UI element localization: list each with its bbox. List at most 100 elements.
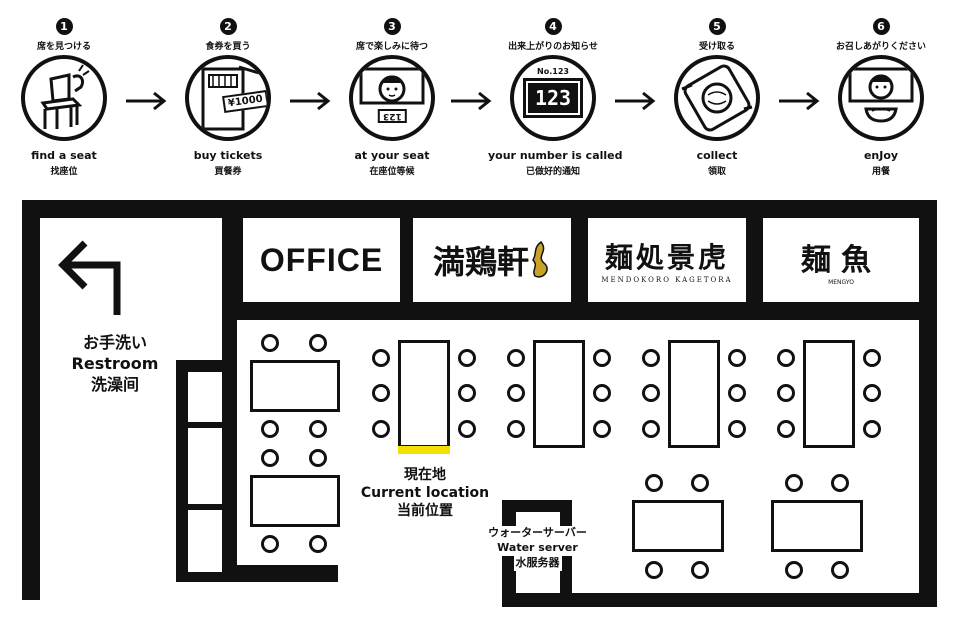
step-number: 3 bbox=[383, 18, 401, 35]
chair bbox=[645, 561, 663, 579]
water-server-wall-top bbox=[502, 500, 572, 512]
tray-icon bbox=[674, 55, 760, 141]
chair bbox=[728, 420, 746, 438]
chair bbox=[593, 349, 611, 367]
restroom-label: お手洗い Restroom 洗澡间 bbox=[50, 333, 180, 395]
office-label: OFFICE bbox=[259, 241, 384, 278]
step-number: 1 bbox=[55, 18, 73, 35]
step-jp-label: 受け取る bbox=[698, 42, 735, 52]
chair bbox=[691, 474, 709, 492]
water-server-en: Water server bbox=[495, 540, 580, 556]
arrow-up-left-icon bbox=[55, 235, 127, 321]
table bbox=[533, 340, 585, 448]
bottom-wall-right bbox=[502, 593, 937, 607]
arrow-right-icon bbox=[124, 90, 168, 116]
step-en-label: buy tickets bbox=[193, 149, 263, 162]
chair bbox=[372, 384, 390, 402]
step-6: 6 お召しあがりください enJoy 用餐 bbox=[816, 18, 946, 177]
chair bbox=[831, 474, 849, 492]
chair bbox=[507, 349, 525, 367]
step-4: 4 出来上がりのお知らせ No.123 123 your number is c… bbox=[488, 18, 623, 177]
step-2: 2 食券を買う ¥1000 buy tickets 買餐券 bbox=[163, 18, 293, 177]
step-jp-label: 出来上がりのお知らせ bbox=[508, 42, 598, 52]
step-jp-label: 食券を買う bbox=[205, 42, 251, 52]
table bbox=[250, 475, 340, 527]
chair bbox=[309, 334, 327, 352]
current-location-label: 現在地 Current location 当前位置 bbox=[350, 466, 500, 521]
restroom-cn: 洗澡间 bbox=[90, 374, 139, 394]
chair bbox=[261, 449, 279, 467]
chair bbox=[777, 349, 795, 367]
shop-mankeiken: 満鶏軒 bbox=[413, 218, 571, 302]
step-en-label: collect bbox=[696, 149, 738, 162]
chair bbox=[593, 384, 611, 402]
current-location-en: Current location bbox=[360, 485, 490, 502]
step-cn-label: 領取 bbox=[707, 167, 726, 177]
waiting-icon: 123 bbox=[349, 55, 435, 141]
water-server-label: ウォーターサーバー Water server 水服务器 bbox=[470, 526, 605, 571]
left-wall bbox=[22, 200, 40, 600]
step-cn-label: 在座位等候 bbox=[369, 167, 415, 177]
display-number: 123 bbox=[523, 78, 583, 118]
table bbox=[632, 500, 724, 552]
step-jp-label: 席を見つける bbox=[36, 42, 91, 52]
arrow-right-icon bbox=[613, 90, 657, 116]
restroom-jp: お手洗い bbox=[82, 333, 147, 352]
number-card: 123 bbox=[378, 109, 407, 123]
chair bbox=[458, 349, 476, 367]
chair bbox=[642, 420, 660, 438]
table bbox=[771, 500, 863, 552]
chair bbox=[777, 384, 795, 402]
chair bbox=[863, 384, 881, 402]
chair bbox=[785, 474, 803, 492]
step-number: 4 bbox=[544, 18, 562, 35]
chair bbox=[593, 420, 611, 438]
chair bbox=[507, 384, 525, 402]
side-cell bbox=[188, 428, 222, 504]
table bbox=[250, 360, 340, 412]
table bbox=[398, 340, 450, 448]
display-icon: No.123 123 bbox=[510, 55, 596, 141]
step-cn-label: 用餐 bbox=[871, 167, 890, 177]
chair bbox=[863, 349, 881, 367]
arrow-right-icon bbox=[449, 90, 493, 116]
chair bbox=[728, 384, 746, 402]
step-jp-label: 席で楽しみに待つ bbox=[355, 42, 428, 52]
chair bbox=[261, 420, 279, 438]
chair bbox=[261, 334, 279, 352]
arrow-right-icon bbox=[288, 90, 332, 116]
step-jp-label: お召しあがりください bbox=[835, 42, 926, 52]
chair bbox=[458, 420, 476, 438]
step-en-label: your number is called bbox=[488, 149, 623, 162]
chair bbox=[777, 420, 795, 438]
current-location-cn: 当前位置 bbox=[397, 503, 453, 520]
step-cn-label: 已做好的通知 bbox=[525, 167, 580, 177]
step-1: 1 席を見つける find a seat 找座位 bbox=[0, 18, 129, 177]
bottom-wall-left bbox=[222, 565, 338, 582]
shop-subtitle: MENDOKORO KAGETORA bbox=[601, 276, 733, 284]
step-number: 6 bbox=[872, 18, 890, 35]
chair bbox=[642, 349, 660, 367]
chair bbox=[309, 449, 327, 467]
seat-icon bbox=[21, 55, 107, 141]
chair bbox=[458, 384, 476, 402]
shop-name: 麺魚 bbox=[801, 242, 881, 278]
side-cell bbox=[188, 372, 222, 422]
step-cn-label: 買餐券 bbox=[214, 167, 242, 177]
chair bbox=[507, 420, 525, 438]
chair bbox=[372, 420, 390, 438]
chair bbox=[863, 420, 881, 438]
chair bbox=[309, 535, 327, 553]
display-label: No.123 bbox=[537, 67, 569, 76]
chair bbox=[645, 474, 663, 492]
shop-mengyo: 麺魚 MENGYO bbox=[763, 218, 919, 302]
chair bbox=[785, 561, 803, 579]
flame-logo-icon bbox=[531, 240, 551, 280]
step-en-label: enJoy bbox=[863, 149, 899, 162]
eating-icon bbox=[838, 55, 924, 141]
chair bbox=[691, 561, 709, 579]
step-cn-label: 找座位 bbox=[50, 167, 78, 177]
shop-kagetora: 麺処景虎 MENDOKORO KAGETORA bbox=[588, 218, 746, 302]
arrow-right-icon bbox=[777, 90, 821, 116]
current-location-marker bbox=[398, 446, 450, 454]
